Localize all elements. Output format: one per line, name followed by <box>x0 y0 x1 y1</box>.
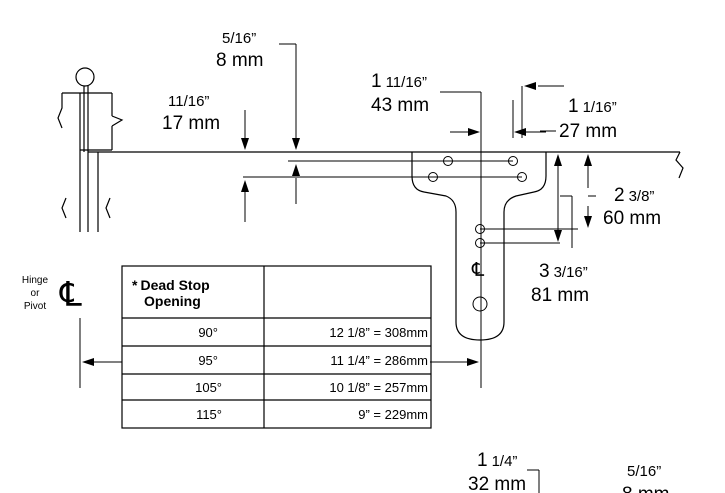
bracket-centerline-symbol: ℄ <box>471 260 485 281</box>
mounting-bracket <box>411 152 547 341</box>
dim-1-1-16-mm: 27 mm <box>559 121 617 142</box>
hinge-centerline-symbol: ℄ <box>59 276 82 314</box>
dim-5-16-frac: 5/16” <box>222 30 256 47</box>
table-row-value: 12 1/8” = 308mm <box>329 325 428 340</box>
table-header-line1: *Dead Stop <box>132 277 210 293</box>
dead-stop-table: *Dead Stop Opening 90° 12 1/8” = 308mm 9… <box>121 265 432 429</box>
dim-1-11-16-mm: 43 mm <box>371 95 429 116</box>
dim-1-1-4-mm: 32 mm <box>468 474 526 493</box>
dim-2-3-8-mm: 60 mm <box>603 208 661 229</box>
table-row-value: 11 1/4” = 286mm <box>330 353 428 368</box>
dim-bottom-5-16-frac: 5/16” <box>627 463 661 480</box>
dim-3-3-16-mm: 81 mm <box>531 285 589 306</box>
table-row-angle: 105° <box>195 380 222 395</box>
hinge-assembly <box>57 67 124 232</box>
dim-5-16-mm: 8 mm <box>216 50 264 71</box>
table-row-value: 9” = 229mm <box>358 407 428 422</box>
hinge-label-line3: Pivot <box>24 301 46 312</box>
hinge-label-line1: Hinge <box>22 275 49 286</box>
table-row-angle: 90° <box>198 325 218 340</box>
dim-bottom-5-16-mm: 8 mm <box>622 484 670 493</box>
pivot-hole <box>472 296 488 312</box>
hinge-label-line2: or <box>31 288 41 299</box>
hinge-knob <box>75 67 95 87</box>
table-row-angle: 115° <box>196 407 222 422</box>
table-row-angle: 95° <box>198 353 218 368</box>
dim-11-16-frac: 11/16” <box>168 93 209 110</box>
table-header-line2: Opening <box>144 293 201 309</box>
table-row-value: 10 1/8” = 257mm <box>329 380 428 395</box>
dim-11-16-mm: 17 mm <box>162 113 220 134</box>
